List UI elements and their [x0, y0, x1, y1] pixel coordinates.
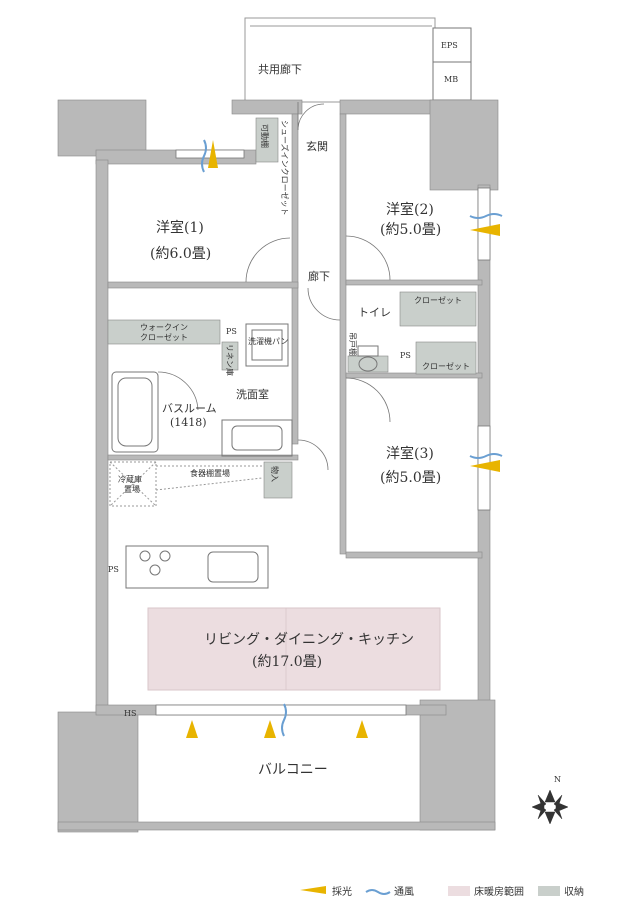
- ps-label-2: PS: [400, 351, 411, 360]
- storage-label: 物入: [270, 466, 280, 482]
- fridge-label-1: 冷蔵庫: [118, 474, 142, 484]
- dish-shelf-label: 食器棚置場: [190, 468, 230, 478]
- balcony-label: バルコニー: [258, 762, 328, 778]
- floor-heating-area: [147, 607, 441, 691]
- room2-size: (約5.0畳): [380, 222, 441, 238]
- entrance-label: 玄関: [306, 139, 328, 153]
- linen-label: リネン庫: [225, 344, 235, 376]
- eps-mb-box: [432, 27, 472, 101]
- washer-pan-label: 洗濯機パン: [248, 336, 288, 346]
- toilet-label: トイレ: [358, 306, 391, 319]
- shared-corridor-outline: [244, 17, 436, 103]
- light-arrows: [186, 140, 500, 738]
- room1-name: 洋室(1): [156, 219, 204, 236]
- room2-name: 洋室(2): [386, 201, 434, 218]
- washroom-label: 洗面室: [236, 387, 269, 401]
- corridor-label: 共用廊下: [258, 62, 302, 76]
- shelf-note-label: 可動棚: [260, 124, 270, 148]
- bathtub: [111, 371, 159, 453]
- ps-label-3: PS: [108, 565, 119, 574]
- north-label: N: [554, 775, 561, 784]
- legend-wind-label: 通風: [394, 886, 414, 898]
- hallway-label: 廊下: [308, 269, 330, 283]
- legend-storage-label: 収納: [564, 885, 584, 898]
- eps-label: EPS: [441, 41, 458, 50]
- fridge-space: [109, 461, 263, 507]
- door-swings: [157, 102, 391, 471]
- legend-swatches: [300, 886, 560, 896]
- bath-size-label: (1418): [170, 416, 207, 429]
- fridge-label-2: 置場: [124, 484, 140, 494]
- labels: 共用廊下 EPS MB シューズインクローゼット 可動棚 玄関 洋室(1) (約…: [108, 41, 584, 898]
- bathroom-label: バスルーム: [162, 402, 217, 415]
- hanging-shelf-label: 吊戸棚: [348, 332, 358, 356]
- hs-label: HS: [124, 709, 136, 718]
- shoes-closet-label: シューズインクローゼット: [280, 120, 290, 216]
- legend-light-label: 採光: [332, 885, 352, 898]
- closet-label-upper: クローゼット: [414, 295, 462, 305]
- toilet-fixture: [357, 345, 379, 372]
- mb-label: MB: [444, 75, 458, 84]
- walkin-label-2: クローゼット: [140, 332, 188, 342]
- closet-label-lower: クローゼット: [422, 361, 470, 371]
- vanity: [221, 323, 293, 457]
- compass-icon: [531, 789, 569, 825]
- ps-label-1: PS: [226, 327, 237, 336]
- room1-size: (約6.0畳): [150, 246, 211, 262]
- ldk-name: リビング・ダイニング・キッチン: [204, 632, 414, 648]
- ldk-size: (約17.0畳): [252, 654, 322, 670]
- kitchen-counter: [125, 545, 269, 589]
- room3-size: (約5.0畳): [380, 470, 441, 486]
- legend-floor-heat-label: 床暖房範囲: [474, 885, 524, 898]
- room3-name: 洋室(3): [386, 445, 434, 462]
- wind-waves: [201, 139, 503, 737]
- storage-areas: [107, 117, 477, 499]
- walkin-label-1: ウォークイン: [140, 323, 188, 332]
